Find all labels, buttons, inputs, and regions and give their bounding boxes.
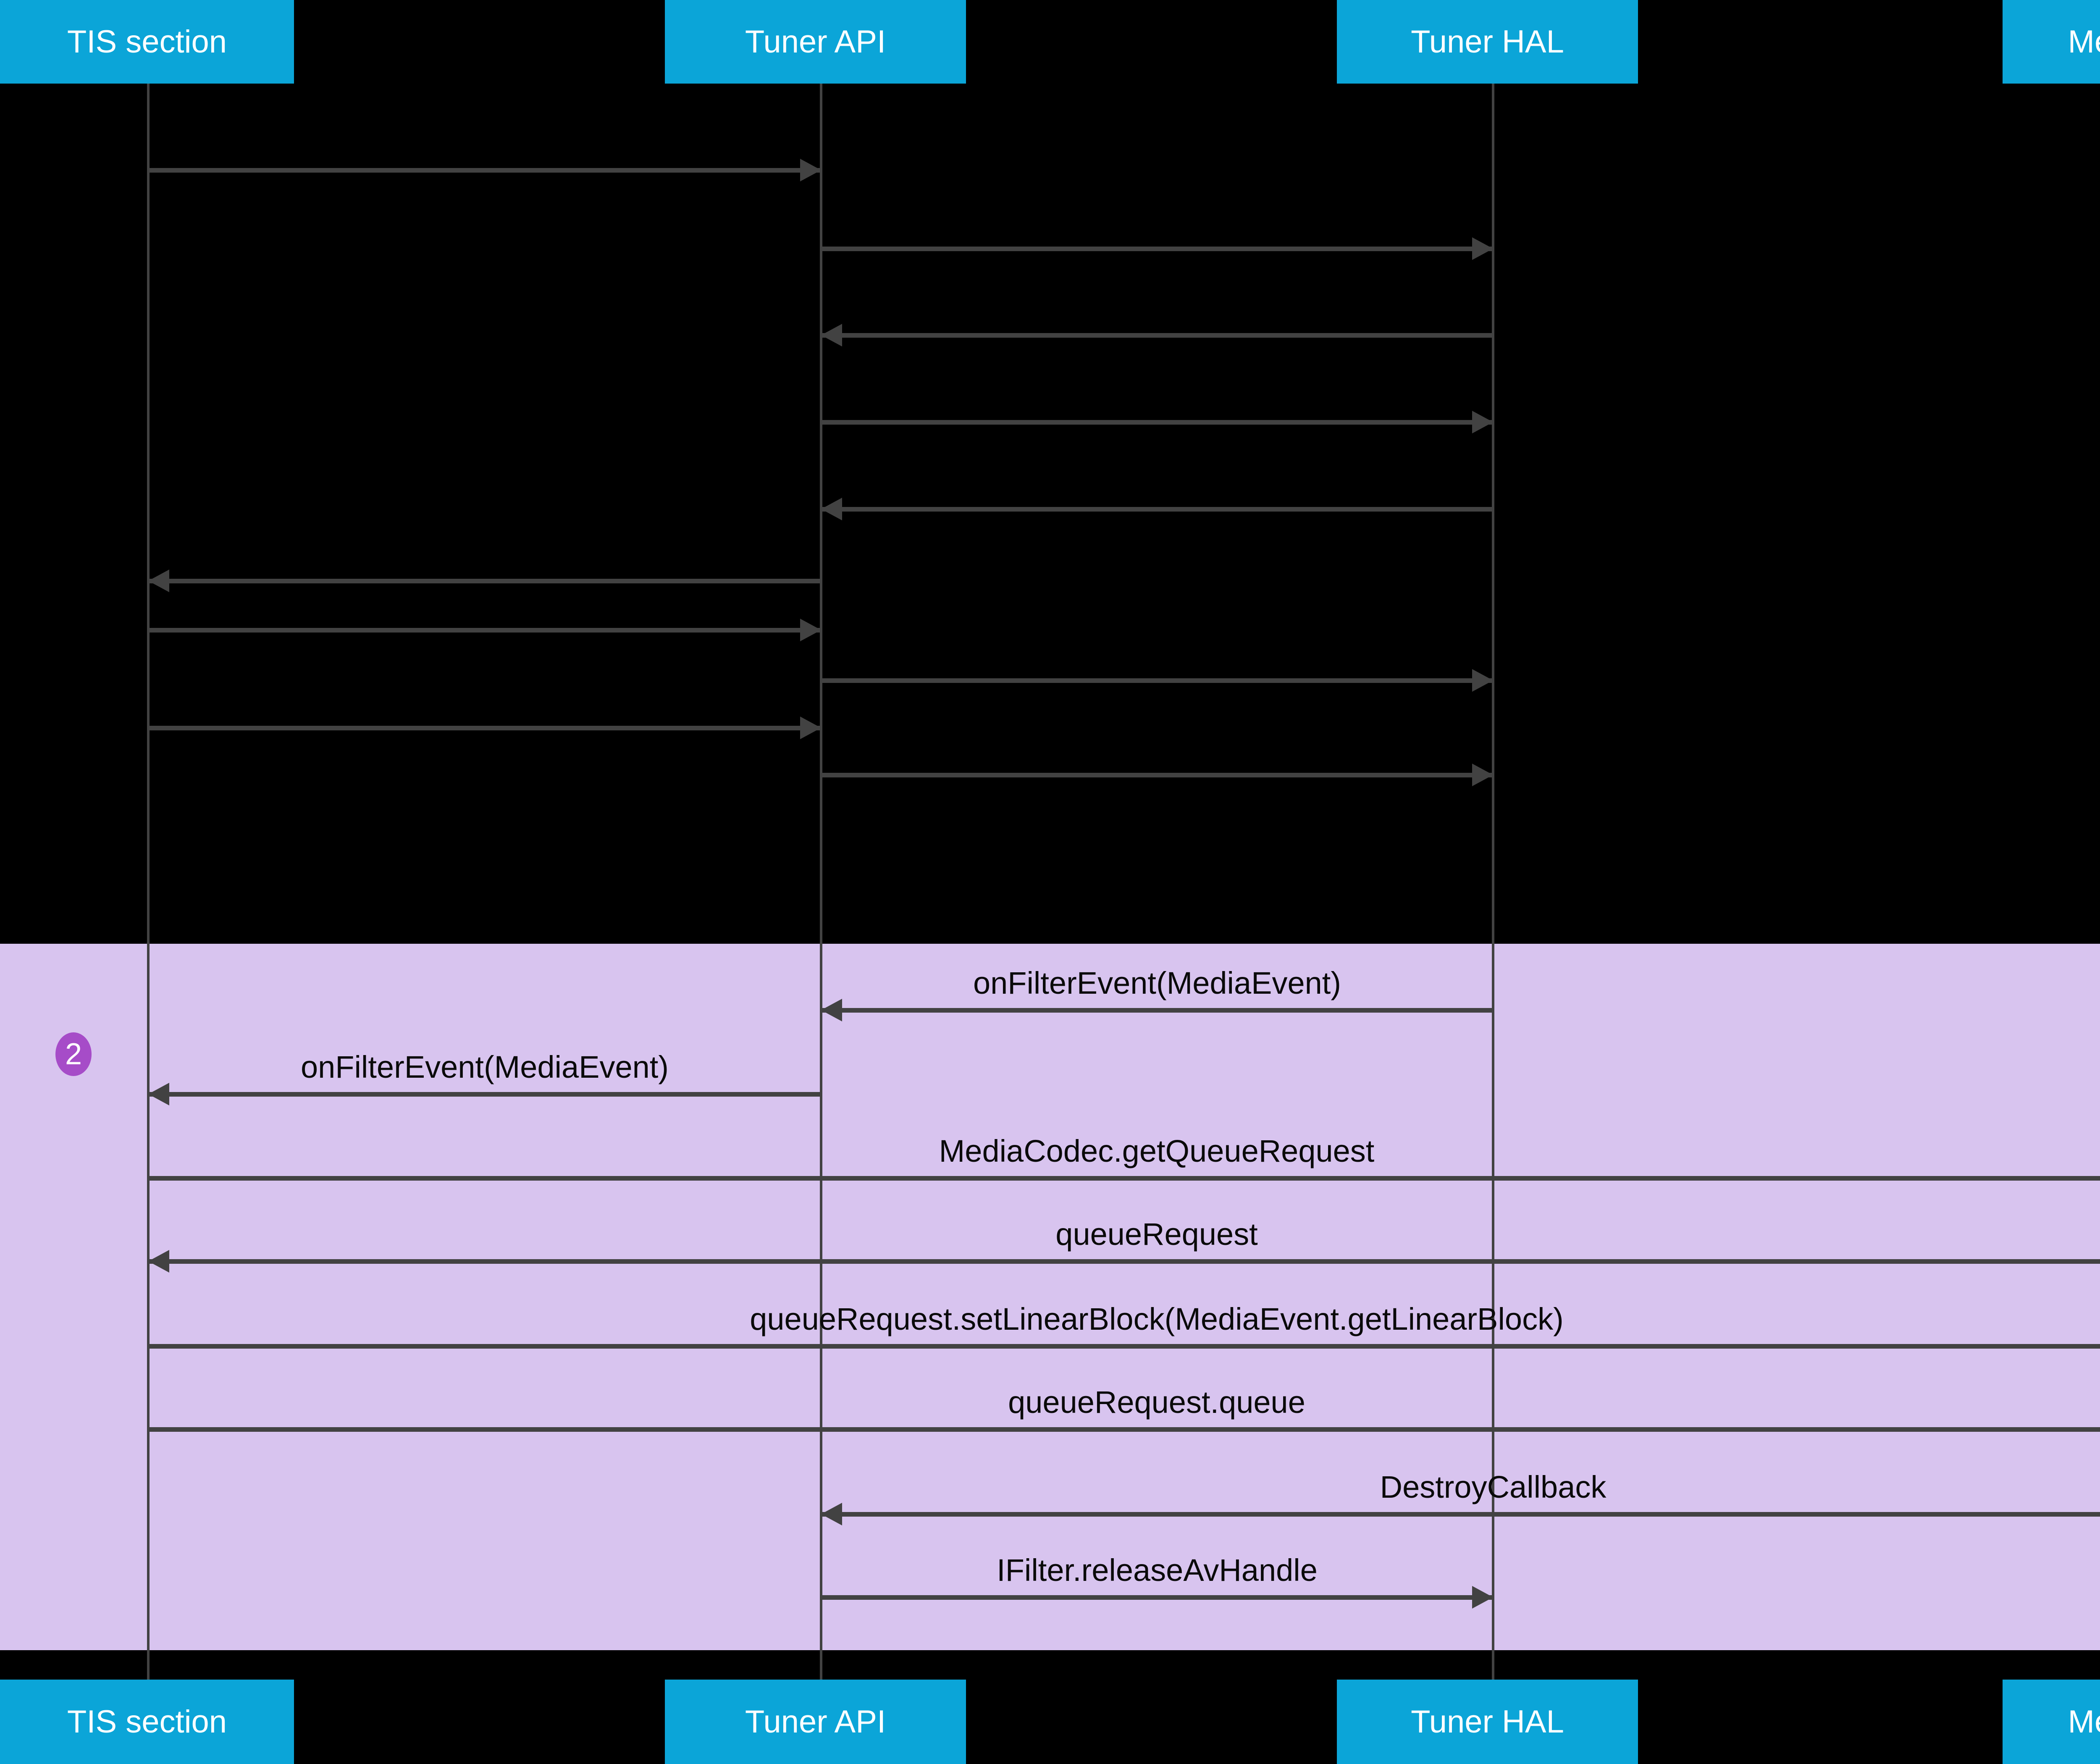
lifeline-tis: [147, 84, 150, 1680]
header-actor-tunerapi[interactable]: Tuner API: [665, 0, 966, 84]
footer-actor-tis[interactable]: TIS section: [0, 1680, 294, 1764]
arrow-head-left: [148, 1250, 169, 1273]
arrow-head-left: [821, 498, 842, 520]
arrow-shaft: [821, 1008, 1493, 1013]
arrow-head-right: [1472, 669, 1493, 692]
arrow-shaft: [148, 168, 821, 173]
arrow-shaft: [148, 1344, 2100, 1349]
actor-label: MediaCodec: [2068, 1704, 2100, 1740]
arrow-head-left: [821, 999, 842, 1021]
arrow-head-left: [821, 324, 842, 346]
header-actor-tunerhal[interactable]: Tuner HAL: [1337, 0, 1638, 84]
arrow-shaft: [821, 420, 1493, 425]
footer-actor-tunerapi[interactable]: Tuner API: [665, 1680, 966, 1764]
arrow-head-right: [1472, 1586, 1493, 1609]
arrow-shaft: [821, 1512, 2100, 1517]
arrow-shaft: [821, 1595, 1493, 1600]
actor-label: Tuner HAL: [1411, 1704, 1564, 1740]
actor-label: MediaCodec: [2068, 24, 2100, 60]
arrow-head-right: [1472, 237, 1493, 260]
arrow-head-right: [800, 159, 821, 181]
message-label: queueRequest: [1055, 1217, 1258, 1252]
actor-label: TIS section: [67, 24, 227, 60]
message-label: IFilter.releaseAvHandle: [997, 1553, 1318, 1588]
message-label: onFilterEvent(MediaEvent): [300, 1050, 669, 1084]
actor-label: Tuner API: [745, 24, 886, 60]
message-label: onFilterEvent(MediaEvent): [973, 966, 1341, 1000]
arrow-shaft: [821, 678, 1493, 683]
arrow-shaft: [148, 579, 821, 583]
arrow-head-right: [1472, 411, 1493, 433]
arrow-shaft: [821, 507, 1493, 512]
actor-label: Tuner HAL: [1411, 24, 1564, 60]
footer-actor-mediacodec[interactable]: MediaCodec: [2003, 1680, 2100, 1764]
arrow-shaft: [821, 247, 1493, 251]
lifeline-tunerapi: [820, 84, 822, 1680]
arrow-shaft: [821, 333, 1493, 338]
header-actor-tis[interactable]: TIS section: [0, 0, 294, 84]
arrow-shaft: [148, 1427, 2100, 1432]
message-label: queueRequest.queue: [1008, 1385, 1305, 1420]
arrow-shaft: [148, 1092, 821, 1097]
lifeline-tunerhal: [1492, 84, 1494, 1680]
actor-label: Tuner API: [745, 1704, 886, 1740]
arrow-head-right: [1472, 764, 1493, 786]
arrow-shaft: [821, 773, 1493, 777]
arrow-head-right: [800, 717, 821, 739]
message-label: DestroyCallback: [1380, 1470, 1606, 1504]
actor-label: TIS section: [67, 1704, 227, 1740]
arrow-shaft: [148, 628, 821, 633]
message-label: MediaCodec.getQueueRequest: [939, 1134, 1375, 1168]
arrow-head-right: [800, 619, 821, 641]
header-actor-mediacodec[interactable]: MediaCodec: [2003, 0, 2100, 84]
arrow-shaft: [148, 726, 821, 730]
arrow-shaft: [148, 1259, 2100, 1264]
arrow-head-left: [148, 570, 169, 592]
message-label: queueRequest.setLinearBlock(MediaEvent.g…: [750, 1302, 1564, 1336]
arrow-shaft: [148, 1176, 2100, 1181]
step-highlight-band: [0, 944, 2100, 1650]
arrow-head-left: [821, 1503, 842, 1525]
arrow-head-left: [148, 1083, 169, 1105]
footer-actor-tunerhal[interactable]: Tuner HAL: [1337, 1680, 1638, 1764]
step-number-badge: 2: [55, 1032, 92, 1076]
